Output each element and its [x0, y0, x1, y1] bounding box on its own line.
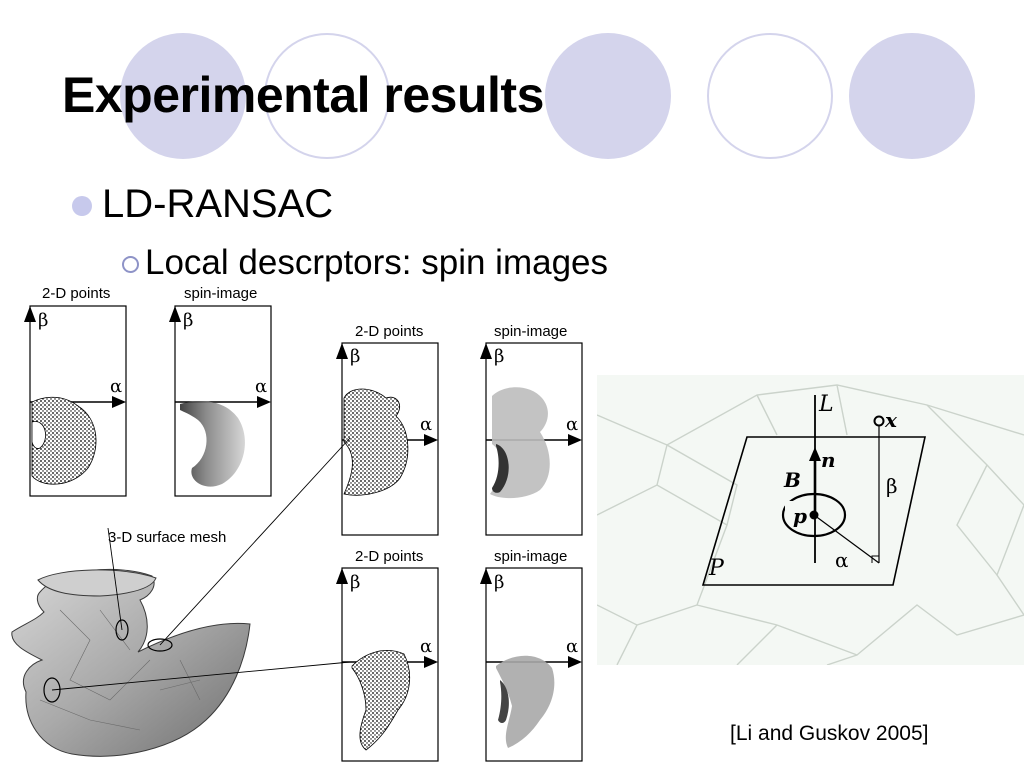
label-B: B [783, 468, 801, 492]
panel-e-alpha: α [420, 636, 432, 657]
panel-c-points-label: 2-D points [355, 323, 423, 340]
panel-f-alpha: α [566, 636, 578, 657]
panel-b-spin: spin-image β α [169, 285, 272, 497]
label-P-plane: P [708, 556, 725, 581]
panel-e-points-label: 2-D points [355, 548, 423, 565]
mesh-label: 3-D surface mesh [108, 529, 226, 546]
panel-d-alpha: α [566, 414, 578, 435]
bullet-level2-text: Local descrptors: spin images [145, 243, 608, 282]
panel-c-points: 2-D points β α [336, 323, 439, 536]
bullet-level1: LD-RANSAC [72, 182, 333, 227]
bullet-level1-text: LD-RANSAC [102, 182, 334, 226]
duck-mesh [11, 568, 251, 757]
label-x: x [884, 408, 898, 432]
decor-circle-3 [545, 33, 671, 159]
decor-circle-2 [264, 33, 390, 159]
panel-d-spin: spin-image β α [480, 323, 583, 536]
panel-d-spin-label: spin-image [494, 323, 567, 340]
citation: [Li and Guskov 2005] [730, 722, 929, 745]
decor-circle-1 [120, 33, 246, 159]
background-mesh [597, 384, 1024, 665]
panel-c-beta: β [350, 346, 360, 367]
panel-a-alpha: α [110, 376, 122, 397]
panel-f-beta: β [494, 572, 504, 593]
slide-title: Experimental results [62, 67, 544, 123]
label-L: L [818, 392, 834, 417]
label-beta: β [886, 474, 898, 498]
spin-image-figure: 2-D points β α spin-image β α 2-D points… [11, 285, 583, 762]
label-p-point: p [793, 504, 807, 528]
panel-a-points: 2-D points β α [24, 285, 127, 497]
panel-e-beta: β [350, 572, 360, 593]
spin-geometry-figure: L x n B p P α β [597, 375, 1024, 665]
panel-d-beta: β [494, 346, 504, 367]
bullet-level2: Local descrptors: spin images [122, 243, 608, 283]
decor-circle-5 [849, 33, 975, 159]
panel-b-beta: β [183, 310, 193, 331]
bullet-ring-icon [122, 255, 139, 273]
panel-a-beta: β [38, 310, 48, 331]
leader-lines [51, 437, 351, 691]
panel-f-spin-label: spin-image [494, 548, 567, 565]
label-n: n [821, 448, 836, 472]
panel-a-points-label: 2-D points [42, 285, 110, 302]
panel-c-alpha: α [420, 414, 432, 435]
panel-b-alpha: α [255, 376, 267, 397]
panel-f-spin: spin-image β α [480, 548, 583, 762]
panel-e-points: 2-D points β α [336, 548, 439, 762]
decor-circle-4 [707, 33, 833, 159]
tangent-plane [701, 436, 926, 586]
bullet-dot-icon [72, 195, 92, 216]
panel-b-spin-label: spin-image [184, 285, 257, 302]
label-alpha: α [835, 548, 849, 572]
